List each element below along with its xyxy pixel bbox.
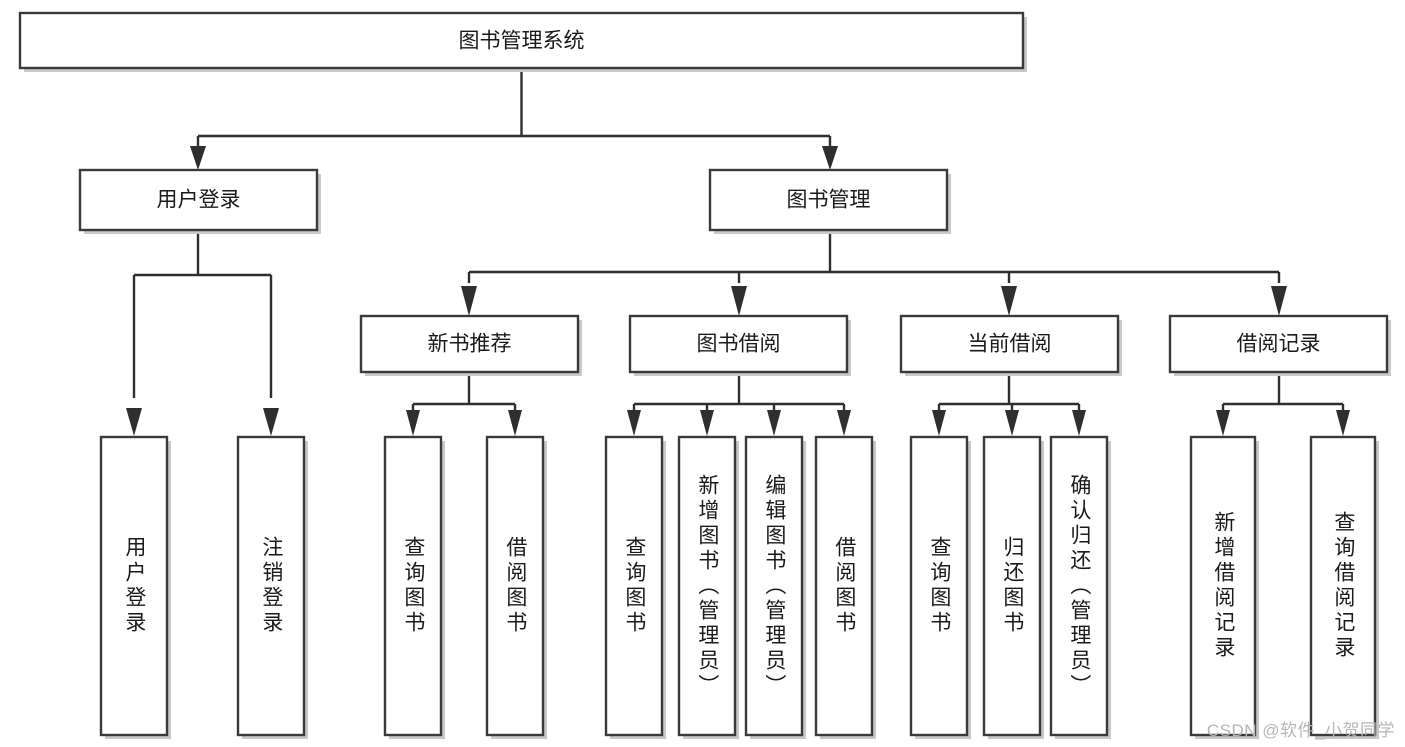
node-borrow-record-box[interactable] bbox=[1168, 314, 1389, 374]
node-user-login[interactable]: 用户登录 bbox=[78, 168, 321, 234]
node-leaf-borrow-borrow-book-box[interactable] bbox=[814, 435, 874, 737]
node-borrow-record-label: 借阅记录 bbox=[1237, 333, 1321, 356]
node-leaf-user-logout[interactable] bbox=[236, 435, 308, 739]
node-book-borrow[interactable]: 图书借阅 bbox=[628, 314, 851, 376]
arrow-leaf-cur-confirm-return bbox=[1072, 410, 1086, 436]
arrow-leaf-cur-return-book bbox=[1005, 410, 1019, 436]
node-user-login-box[interactable] bbox=[78, 168, 319, 232]
node-book-manage-box[interactable] bbox=[708, 168, 949, 232]
arrow-new-book-rec bbox=[461, 286, 477, 316]
node-leaf-borrow-add-book[interactable] bbox=[677, 435, 739, 739]
node-leaf-borrow-edit-book[interactable] bbox=[744, 435, 806, 739]
node-current-borrow[interactable]: 当前借阅 bbox=[899, 314, 1122, 376]
node-leaf-rec-add-record[interactable] bbox=[1189, 435, 1259, 739]
watermark-text: CSDN @软件_小贺同学 bbox=[1206, 721, 1395, 740]
node-current-borrow-box[interactable] bbox=[899, 314, 1120, 374]
node-leaf-borrow-query-book[interactable] bbox=[604, 435, 666, 739]
node-leaf-rec-add-record-box[interactable] bbox=[1189, 435, 1257, 737]
arrow-leaf-rec-query-book bbox=[406, 410, 420, 436]
node-leaf-user-login-box[interactable] bbox=[99, 435, 169, 737]
arrow-leaf-rec-query-record bbox=[1336, 410, 1350, 436]
node-leaf-rec-query-record-box[interactable] bbox=[1309, 435, 1377, 737]
node-root[interactable]: 图书管理系统 bbox=[18, 11, 1027, 72]
node-leaf-rec-query-book-box[interactable] bbox=[383, 435, 443, 737]
node-leaf-borrow-edit-book-box[interactable] bbox=[744, 435, 804, 737]
connectors bbox=[126, 69, 1350, 436]
node-new-book-rec-label: 新书推荐 bbox=[428, 333, 512, 356]
node-current-borrow-label: 当前借阅 bbox=[968, 333, 1052, 356]
arrow-current-borrow bbox=[1001, 286, 1017, 316]
node-leaf-cur-return-book-box[interactable] bbox=[982, 435, 1042, 737]
node-user-login-label: 用户登录 bbox=[157, 189, 241, 212]
arrow-to-book-manage bbox=[822, 146, 838, 170]
node-book-manage-label: 图书管理 bbox=[787, 189, 871, 212]
arrow-leaf-borrow-edit-book bbox=[767, 410, 781, 436]
arrow-leaf-borrow-add-book bbox=[700, 410, 714, 436]
arrow-leaf-user-login bbox=[126, 408, 142, 436]
node-leaf-borrow-add-book-box[interactable] bbox=[677, 435, 737, 737]
node-leaf-rec-borrow-book-box[interactable] bbox=[485, 435, 545, 737]
node-leaf-borrow-borrow-book[interactable] bbox=[814, 435, 876, 739]
node-leaf-user-login[interactable] bbox=[99, 435, 171, 739]
arrow-leaf-borrow-borrow-book bbox=[837, 410, 851, 436]
node-leaf-cur-return-book[interactable] bbox=[982, 435, 1044, 739]
node-leaf-rec-query-record[interactable] bbox=[1309, 435, 1379, 739]
node-root-label: 图书管理系统 bbox=[459, 30, 585, 53]
node-leaf-rec-query-book[interactable] bbox=[383, 435, 445, 739]
node-leaf-user-logout-box[interactable] bbox=[236, 435, 306, 737]
arrow-leaf-rec-add-record bbox=[1216, 410, 1230, 436]
node-root-box[interactable] bbox=[18, 11, 1025, 70]
node-borrow-record[interactable]: 借阅记录 bbox=[1168, 314, 1391, 376]
node-book-borrow-box[interactable] bbox=[628, 314, 849, 374]
node-leaf-borrow-query-book-box[interactable] bbox=[604, 435, 664, 737]
node-leaf-rec-borrow-book[interactable] bbox=[485, 435, 547, 739]
node-leaf-cur-query-book-box[interactable] bbox=[909, 435, 969, 737]
arrow-borrow-record bbox=[1271, 286, 1287, 316]
arrow-to-user-login bbox=[190, 146, 206, 170]
arrow-leaf-cur-query-book bbox=[932, 410, 946, 436]
leaf-node-boxes bbox=[99, 435, 1379, 739]
node-leaf-cur-query-book[interactable] bbox=[909, 435, 971, 739]
node-new-book-rec-box[interactable] bbox=[359, 314, 580, 374]
node-leaf-cur-confirm-return-box[interactable] bbox=[1049, 435, 1109, 737]
node-new-book-rec[interactable]: 新书推荐 bbox=[359, 314, 582, 376]
arrow-book-borrow bbox=[731, 286, 747, 316]
arrow-leaf-rec-borrow-book bbox=[508, 410, 522, 436]
node-leaf-cur-confirm-return[interactable] bbox=[1049, 435, 1111, 739]
arrow-leaf-borrow-query-book bbox=[627, 410, 641, 436]
node-book-manage[interactable]: 图书管理 bbox=[708, 168, 951, 234]
arrow-leaf-user-logout bbox=[263, 408, 279, 436]
node-book-borrow-label: 图书借阅 bbox=[697, 333, 781, 356]
